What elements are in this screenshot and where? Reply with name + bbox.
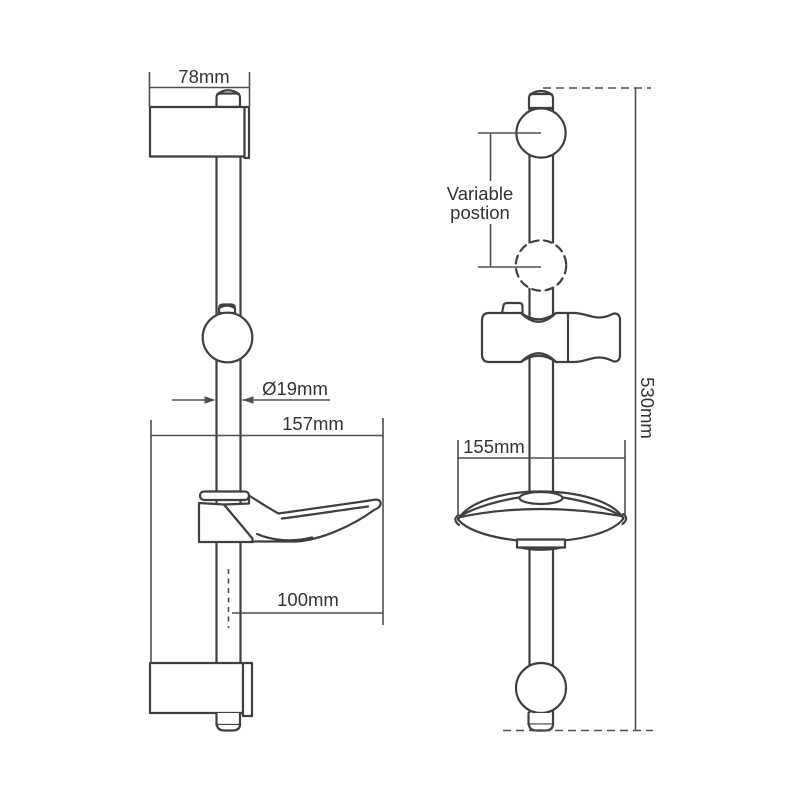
knob-collar-top [218,304,236,309]
dish-rim-line [459,507,623,519]
top-wall-bracket-side [148,105,251,160]
dish-tip-fold-right [621,512,628,526]
arrowhead-left-pointing [242,396,254,404]
dim-diameter-19mm: Ø19mm [172,378,330,404]
variable-position-label-line2: postion [450,202,510,223]
dim-155mm: 155mm [457,436,626,519]
dish-pedestal-bottom [519,546,563,551]
cap-round-bottom [527,723,555,732]
cap-dome [528,89,554,96]
holder-saddle-arc-top [519,311,558,323]
side-view [148,89,382,732]
top-end-cap-side [215,89,242,109]
cap-body [527,711,555,726]
arrowhead-right-pointing [204,396,216,404]
soap-dish-front [454,490,628,551]
bottom-end-cap-front [527,711,555,732]
dish-sweep-right [561,496,620,516]
dim-78mm: 78mm [148,66,251,107]
slide-rail-side [215,154,242,665]
top-end-cap-front [527,89,555,110]
dish-back-rim [198,490,251,502]
dim-label-530mm: 530mm [637,377,658,439]
dish-pedestal [515,538,567,549]
slider-knob-side [201,303,254,364]
knob-ball-phantom-dashed [514,239,568,292]
dim-530mm: 530mm [503,87,658,732]
side-view-dimensions: 78mm Ø19mm 157mm 100mm [148,66,384,663]
dim-label-78mm: 78mm [178,66,229,87]
slide-rail-front [528,106,555,715]
bottom-end-cap-side [215,711,242,732]
cap-round-bottom [215,723,242,732]
front-view-dimensions: Variable postion 155mm 530mm [447,87,658,732]
dim-label-100mm: 100mm [277,589,339,610]
knob-ball-lower [514,661,568,715]
variable-position-label-line1: Variable [447,183,514,204]
bracket-edge [241,661,254,718]
dish-inner-bottom-line [255,532,314,542]
dish-outline [456,490,625,543]
cap-body [215,92,242,109]
dish-outline [222,494,382,543]
dim-label-157mm: 157mm [282,413,344,434]
dim-100mm: 100mm [232,589,383,614]
dish-inner-rim-line [280,505,370,520]
cap-body [527,92,555,110]
dish-sweep-left [461,496,521,516]
soap-dish-side [197,490,382,544]
dim-variable-position: Variable postion [447,132,541,268]
bracket-edge [243,105,251,160]
knob-ball [201,311,254,364]
bottom-wall-bracket-side [148,661,254,718]
shower-head-holder [480,301,622,364]
dim-label-155mm: 155mm [463,436,525,457]
bracket-body [148,105,246,158]
dim-157mm: 157mm [150,413,384,663]
holder-saddle-arc-bottom [519,352,558,364]
bracket-body [148,661,245,715]
cap-body [215,711,242,727]
dish-rail-collar [518,490,564,506]
dim-label-diameter: Ø19mm [262,378,328,399]
holder-tab [500,301,524,315]
holder-body [480,311,622,364]
cap-dome [216,89,241,96]
